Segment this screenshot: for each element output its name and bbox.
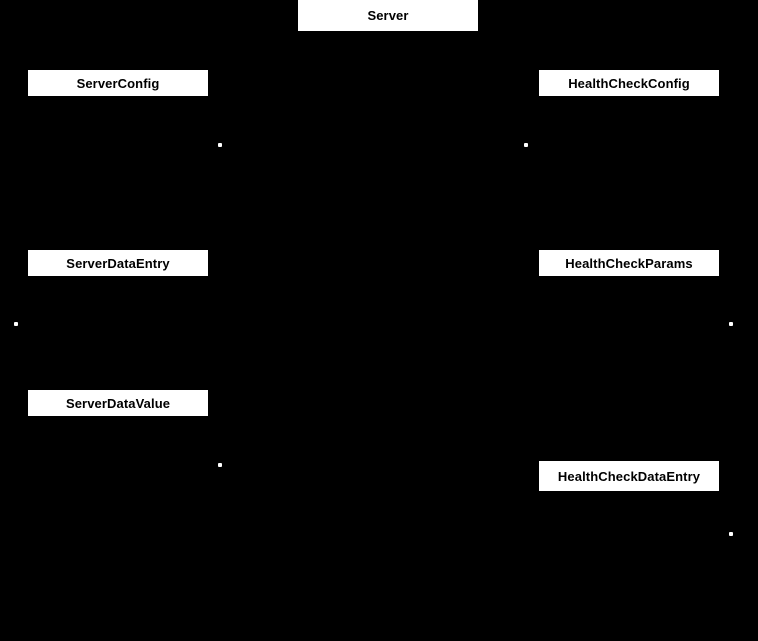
connector-dot-3-icon <box>14 322 18 326</box>
class-node-healthcheckdataentry[interactable]: HealthCheckDataEntry <box>539 461 719 491</box>
class-node-serverconfig[interactable]: ServerConfig <box>28 70 208 96</box>
class-node-server[interactable]: Server <box>298 0 478 31</box>
class-node-label: ServerDataEntry <box>66 255 170 271</box>
connector-dot-4-icon <box>729 322 733 326</box>
class-node-label: HealthCheckConfig <box>568 75 690 91</box>
class-node-serverdataentry[interactable]: ServerDataEntry <box>28 250 208 276</box>
connector-dot-6-icon <box>729 532 733 536</box>
class-node-label: HealthCheckDataEntry <box>557 468 701 484</box>
class-node-healthcheckconfig[interactable]: HealthCheckConfig <box>539 70 719 96</box>
class-node-serverdatavalue[interactable]: ServerDataValue <box>28 390 208 416</box>
class-node-label: Server <box>367 8 409 23</box>
connector-dot-5-icon <box>218 463 222 467</box>
class-node-label: HealthCheckParams <box>565 255 693 271</box>
class-node-label: ServerDataValue <box>65 395 171 411</box>
class-node-label: ServerConfig <box>76 75 160 91</box>
class-node-healthcheckparams[interactable]: HealthCheckParams <box>539 250 719 276</box>
connector-dot-1-icon <box>218 143 222 147</box>
connector-dot-2-icon <box>524 143 528 147</box>
